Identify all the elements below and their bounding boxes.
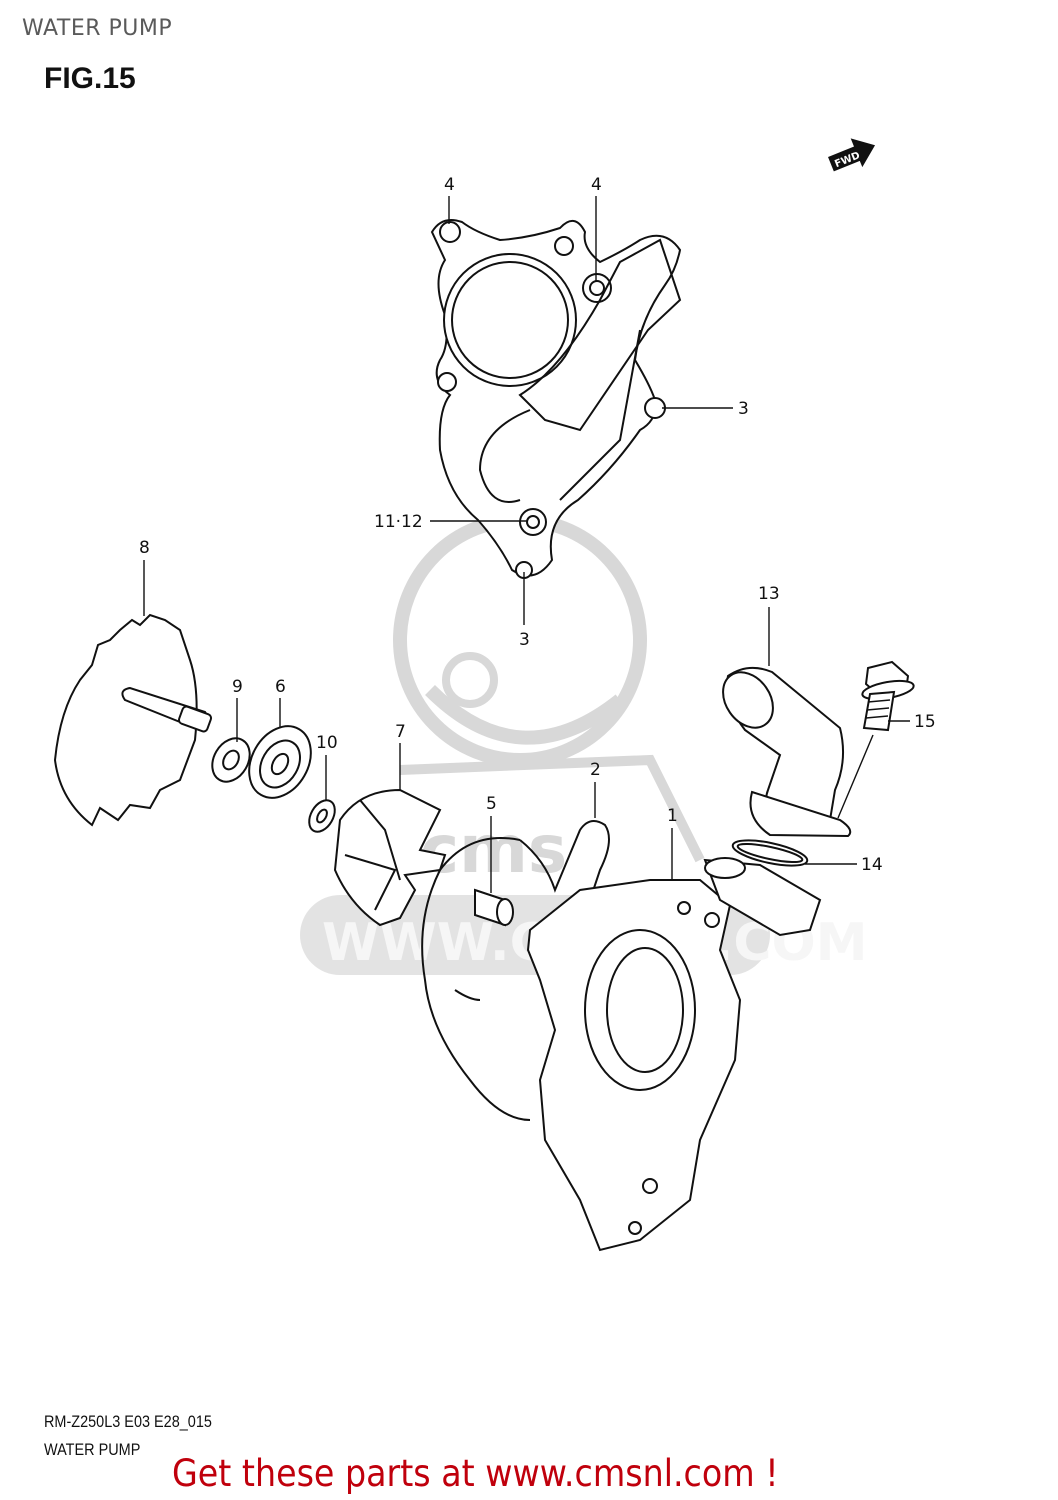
svg-text:4: 4 bbox=[591, 175, 602, 195]
svg-text:3: 3 bbox=[738, 399, 749, 419]
callout-13: 13 bbox=[758, 584, 780, 666]
callout-3-right: 3 bbox=[662, 399, 749, 419]
svg-text:5: 5 bbox=[486, 794, 497, 814]
svg-text:13: 13 bbox=[758, 584, 780, 604]
diagram-code: RM-Z250L3 E03 E28_015 bbox=[44, 1412, 212, 1431]
callout-14: 14 bbox=[805, 855, 883, 875]
svg-text:11·12: 11·12 bbox=[374, 512, 423, 532]
page-title: WATER PUMP bbox=[22, 16, 173, 41]
forward-arrow-icon bbox=[828, 138, 876, 172]
outlet-elbow bbox=[722, 666, 852, 838]
water-pump-cover bbox=[430, 219, 682, 579]
svg-text:7: 7 bbox=[395, 722, 406, 742]
svg-text:6: 6 bbox=[275, 677, 286, 697]
callout-11-12: 11·12 bbox=[374, 512, 528, 532]
svg-text:4: 4 bbox=[444, 175, 455, 195]
diagram-name: WATER PUMP bbox=[44, 1440, 141, 1459]
svg-text:8: 8 bbox=[139, 538, 150, 558]
impeller bbox=[333, 788, 447, 927]
svg-text:3: 3 bbox=[519, 630, 530, 650]
callout-8: 8 bbox=[139, 538, 150, 616]
callout-9: 9 bbox=[232, 677, 243, 742]
svg-text:14: 14 bbox=[861, 855, 883, 875]
o-ring bbox=[731, 839, 809, 867]
bearing bbox=[248, 725, 312, 799]
cmsnl-parts-link[interactable]: Get these parts at www.cmsnl.com ! bbox=[172, 1452, 779, 1495]
callout-10: 10 bbox=[316, 733, 338, 800]
dowel-pin bbox=[474, 888, 514, 927]
callout-7: 7 bbox=[395, 722, 406, 791]
seal-washer bbox=[308, 799, 336, 833]
pump-gear-shaft bbox=[53, 613, 213, 827]
flange-bolt bbox=[837, 660, 915, 819]
callout-2: 2 bbox=[590, 760, 601, 818]
callout-4-right: 4 bbox=[591, 175, 602, 282]
callout-6: 6 bbox=[275, 677, 286, 728]
callout-4-left: 4 bbox=[444, 175, 455, 224]
figure-label: FIG.15 bbox=[44, 62, 136, 95]
svg-text:2: 2 bbox=[590, 760, 601, 780]
callout-3-bottom: 3 bbox=[519, 572, 530, 650]
svg-text:1: 1 bbox=[667, 806, 678, 826]
o-ring-gasket bbox=[421, 820, 610, 1121]
callout-1: 1 bbox=[667, 806, 678, 880]
washer bbox=[211, 737, 251, 783]
svg-text:10: 10 bbox=[316, 733, 338, 753]
callout-5: 5 bbox=[486, 794, 497, 893]
fwd-badge: FWD bbox=[828, 138, 876, 172]
svg-text:15: 15 bbox=[914, 712, 936, 732]
svg-text:9: 9 bbox=[232, 677, 243, 697]
water-pump-case bbox=[526, 857, 822, 1252]
callout-15: 15 bbox=[888, 712, 936, 732]
watermark-logo: cms bbox=[420, 811, 567, 888]
